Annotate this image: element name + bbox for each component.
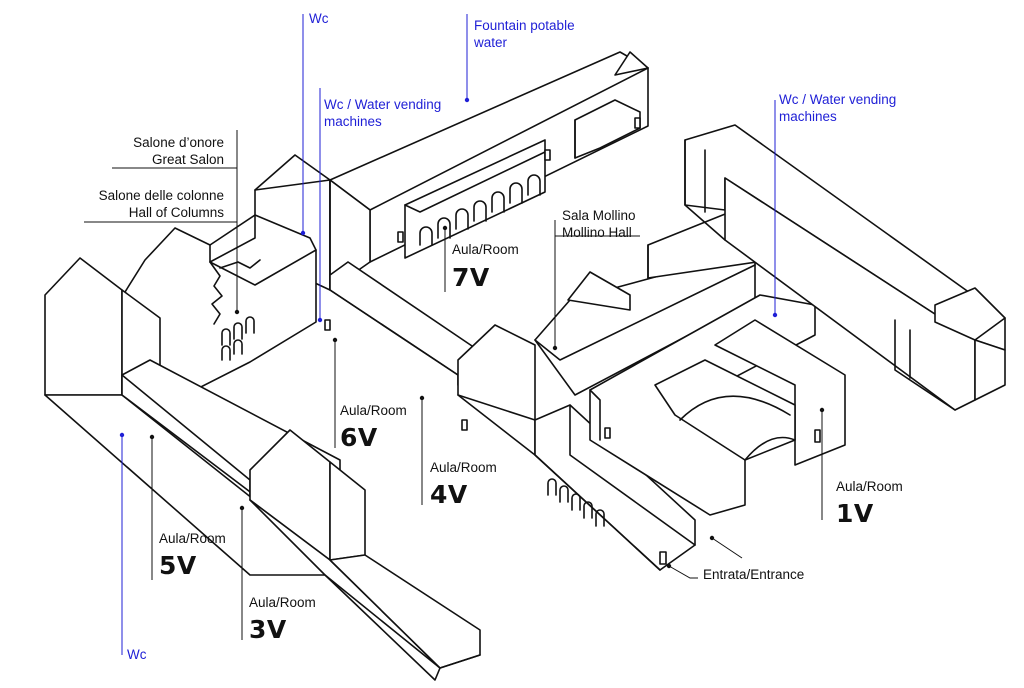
building-entrance-wing	[534, 404, 696, 571]
room-7v-caption: Aula/Room	[452, 242, 519, 257]
wc-water-left-label-line1: Wc / Water vending	[324, 97, 442, 112]
building-1v	[589, 294, 846, 516]
salone-colonne-label-line2: Hall of Columns	[128, 205, 224, 220]
room-6v-code: 6V	[340, 423, 378, 452]
sala-mollino-label-line1: Sala Mollino	[562, 208, 636, 223]
room-5v-caption: Aula/Room	[159, 531, 226, 546]
room-7v-code: 7V	[452, 263, 490, 292]
room-3v-code: 3V	[249, 615, 287, 644]
wc-water-right-label-line2: machines	[779, 109, 837, 124]
leader-entrance	[668, 565, 698, 579]
room-5v-code: 5V	[159, 551, 197, 580]
wc-top-label: Wc	[309, 11, 329, 26]
wc-water-right-label-line1: Wc / Water vending	[779, 92, 897, 107]
room-6v-caption: Aula/Room	[340, 403, 407, 418]
salone-colonne-label-line1: Salone delle colonne	[98, 188, 224, 203]
salone-onore-label-line1: Salone d’onore	[133, 135, 224, 150]
wc-water-left-label-line2: machines	[324, 114, 382, 129]
salone-onore-label-line2: Great Salon	[151, 152, 224, 167]
building-3v	[249, 429, 481, 681]
building-east	[684, 124, 1006, 411]
building-7v	[329, 51, 649, 263]
fountain-label-line2: water	[474, 35, 508, 50]
sala-mollino-label-line2: Mollino Hall	[562, 225, 632, 240]
room-4v-code: 4V	[430, 480, 468, 509]
room-3v-caption: Aula/Room	[249, 595, 316, 610]
fountain-label-line1: Fountain potable	[474, 18, 575, 33]
room-4v-caption: Aula/Room	[430, 460, 497, 475]
leader-entrance-2	[711, 537, 743, 559]
wc-bottom-label: Wc	[127, 647, 147, 662]
room-1v-code: 1V	[836, 499, 874, 528]
entrance-label: Entrata/Entrance	[703, 567, 805, 582]
room-1v-caption: Aula/Room	[836, 479, 903, 494]
